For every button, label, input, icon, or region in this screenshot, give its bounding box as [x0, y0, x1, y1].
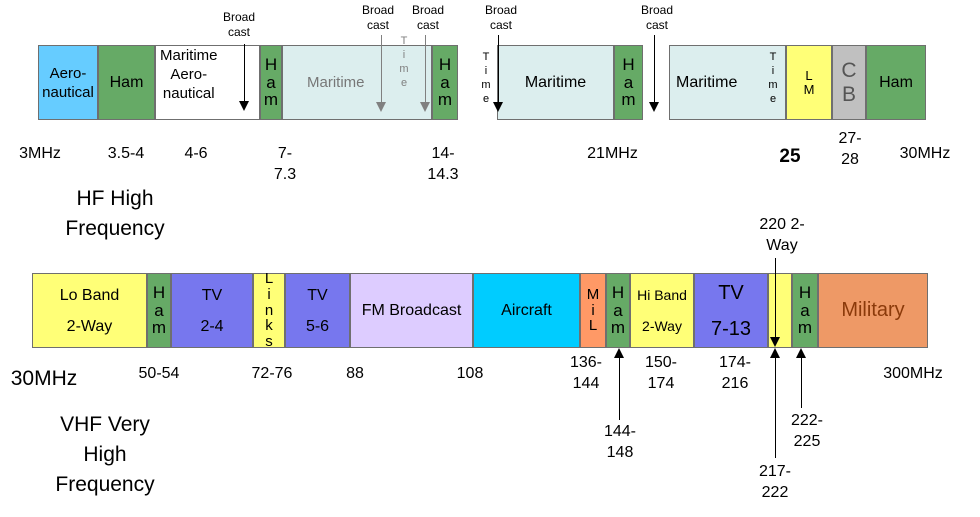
vhf-freq-136-144: 136- 144: [569, 354, 603, 392]
hf-freq-14-14-3: 14- 14.3: [427, 145, 459, 183]
hf-freq-21mhz: 21MHz: [587, 145, 638, 162]
band-ham-3-5: Ham: [98, 45, 155, 120]
broadcast-label-2: Broad cast: [361, 3, 395, 32]
band-aeronautical: Aero- nautical: [38, 45, 98, 120]
vhf-freq-72-76: 72-76: [251, 365, 293, 382]
band-fm-broadcast: FM Broadcast: [350, 273, 473, 348]
band-maritime-1: Maritime: [282, 45, 432, 120]
vhf-freq-150-174: 150- 174: [644, 354, 678, 392]
hf-freq-3-5-4: 3.5-4: [107, 145, 145, 162]
hf-title-line-1: HF High: [76, 187, 154, 210]
band-aircraft: Aircraft: [473, 273, 580, 348]
hf-title-line-2: Frequency: [65, 217, 165, 240]
vhf-freq-300mhz: 300MHz: [883, 365, 943, 382]
band-220-gap: [768, 273, 792, 348]
vhf-title: VHF Very High Frequency: [30, 410, 180, 500]
vhf-freq-108: 108: [456, 365, 484, 382]
vhf-freq-174-216: 174- 216: [718, 354, 752, 392]
label-220-2-way: 220 2- Way: [759, 216, 805, 254]
band-tv-7-13: TV 7-13: [694, 273, 768, 348]
hf-freq-4-6: 4-6: [184, 145, 208, 162]
broadcast-label-5: Broad cast: [640, 3, 674, 32]
hf-title: HF High Frequency: [40, 184, 190, 244]
vhf-title-line-3: Frequency: [55, 473, 155, 496]
hf-freq-25: 25: [779, 146, 801, 167]
broadcast-label-3: Broad cast: [411, 3, 445, 32]
band-tv-5-6: TV 5-6: [285, 273, 350, 348]
band-maritime-2: Maritime: [497, 45, 614, 120]
hf-freq-3mhz: 3MHz: [19, 145, 61, 162]
vhf-freq-30mhz: 30MHz: [10, 367, 78, 390]
band-ham-28: Ham: [866, 45, 926, 120]
vhf-freq-222-225: 222- 225: [790, 412, 824, 450]
broadcast-label-4: Broad cast: [484, 3, 518, 32]
vhf-freq-217-222: 217- 222: [758, 463, 792, 501]
vhf-freq-50-54: 50-54: [138, 365, 180, 382]
broadcast-label-1: Broad cast: [222, 10, 256, 39]
vhf-title-line-1: VHF Very: [60, 413, 150, 436]
vhf-freq-144-148: 144- 148: [603, 423, 637, 461]
band-maritime-3: Maritime: [669, 45, 786, 120]
band-tv-2-4: TV 2-4: [171, 273, 253, 348]
vhf-title-line-2: High: [83, 443, 127, 466]
hf-freq-30mhz: 30MHz: [899, 145, 951, 162]
hf-freq-7-7-3: 7- 7.3: [273, 145, 297, 183]
band-hi-band: Hi Band 2-Way: [630, 273, 694, 348]
band-lo-band: Lo Band 2-Way: [32, 273, 147, 348]
vhf-freq-88: 88: [346, 365, 364, 382]
hf-freq-27-28: 27- 28: [838, 130, 862, 168]
band-military: Military: [818, 273, 928, 348]
